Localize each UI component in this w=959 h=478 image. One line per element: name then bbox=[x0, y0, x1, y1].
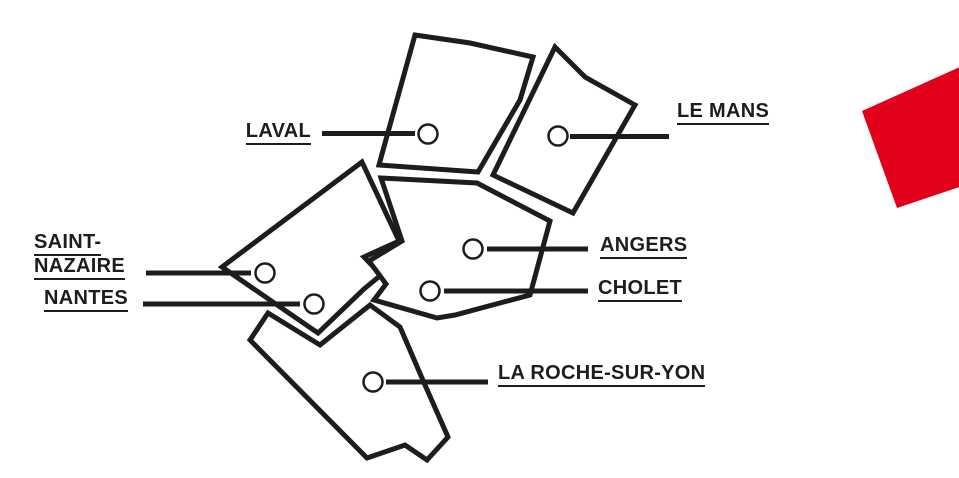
le-mans-marker[interactable] bbox=[547, 125, 569, 147]
angers-label-text: ANGERS bbox=[600, 235, 688, 259]
saint-nazaire-label-line2: NAZAIRE bbox=[34, 256, 125, 280]
cholet-label[interactable]: CHOLET bbox=[598, 278, 683, 302]
nantes-label[interactable]: NANTES bbox=[44, 288, 129, 312]
cholet-marker[interactable] bbox=[419, 280, 441, 302]
connector-lines bbox=[143, 131, 669, 385]
le-mans-label[interactable]: LE MANS bbox=[677, 101, 770, 125]
cholet-label-text: CHOLET bbox=[598, 278, 683, 302]
city-markers bbox=[254, 123, 569, 393]
la-roche-sur-yon-label[interactable]: LA ROCHE-SUR-YON bbox=[498, 363, 706, 387]
map-regions bbox=[217, 32, 639, 464]
saint-nazaire-label-line1: SAINT- bbox=[34, 232, 102, 256]
la-roche-sur-yon-label-text: LA ROCHE-SUR-YON bbox=[498, 363, 706, 387]
angers-marker[interactable] bbox=[462, 238, 484, 260]
laval-label-text: LAVAL bbox=[245, 121, 311, 145]
region-angers-cholet[interactable] bbox=[365, 175, 553, 321]
saint-nazaire-marker[interactable] bbox=[254, 262, 276, 284]
le-mans-label-text: LE MANS bbox=[677, 101, 770, 125]
la-roche-sur-yon-marker[interactable] bbox=[362, 371, 384, 393]
laval-label[interactable]: LAVAL bbox=[245, 121, 311, 145]
region-la-roche-sur-yon[interactable] bbox=[246, 301, 451, 464]
saint-nazaire-label[interactable]: SAINT- NAZAIRE bbox=[34, 232, 125, 280]
red-accent-shape bbox=[862, 67, 959, 208]
nantes-label-text: NANTES bbox=[44, 288, 129, 312]
laval-marker[interactable] bbox=[417, 123, 439, 145]
angers-label[interactable]: ANGERS bbox=[600, 235, 688, 259]
nantes-marker[interactable] bbox=[303, 293, 325, 315]
